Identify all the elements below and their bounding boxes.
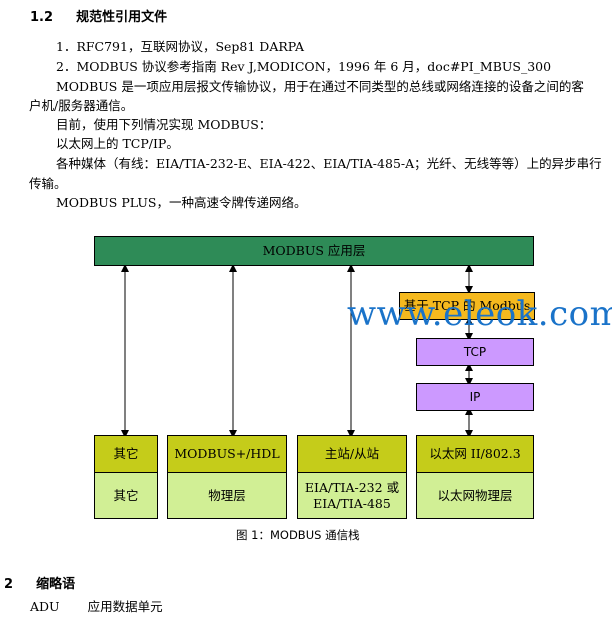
app-layer-label: MODBUS 应用层 [262,243,366,258]
reference-1: 1．RFC791，互联网协议，Sep81 DARPA [56,39,305,54]
section-number: 1.2 [30,10,54,25]
ip-label: IP [469,390,481,404]
section-title: 规范性引用文件 [76,10,168,25]
tcp-label: TCP [463,345,487,359]
tcp-box: TCP [416,338,534,366]
figure-caption: 图 1：MODBUS 通信栈 [236,528,360,542]
tcp-modbus-label: 基于 TCP 的 Modbus [403,298,531,313]
column-other-top: 其它 [94,435,158,473]
column-master-slave-bottom-line-1: EIA/TIA-232 或 [304,479,400,495]
column-modbus-plus-top-label: MODBUS+/HDL [174,446,280,461]
paragraph-1-line-2: 户机/服务器通信。 [29,98,134,113]
column-master-slave-top: 主站/从站 [297,435,407,473]
column-modbus-plus-bottom-label: 物理层 [208,487,246,503]
paragraph-3: 以太网上的 TCP/IP。 [56,136,179,151]
section-number: 2 [4,577,14,592]
section-heading-2: 2 缩略语 [4,573,75,592]
column-ethernet-bottom: 以太网物理层 [416,472,534,519]
tcp-modbus-box: 基于 TCP 的 Modbus [399,292,535,320]
watermark: www.eleok.com [347,294,612,334]
column-other-top-label: 其它 [113,446,139,461]
column-master-slave-bottom: EIA/TIA-232 或 EIA/TIA-485 [297,472,407,519]
paragraph-4-line-2: 传输。 [29,176,67,191]
paragraph-1-line-1: MODBUS 是一项应用层报文传输协议，用于在通过不同类型的总线或网络连接的设备… [56,79,584,94]
column-other-bottom: 其它 [94,472,158,519]
column-master-slave-top-label: 主站/从站 [324,446,380,461]
column-master-slave-bottom-line-2: EIA/TIA-485 [313,495,391,511]
abbreviation-definition: 应用数据单元 [87,599,163,614]
column-ethernet-top-label: 以太网 II/802.3 [429,446,521,461]
column-ethernet-bottom-label: 以太网物理层 [437,487,513,503]
column-modbus-plus-bottom: 物理层 [167,472,287,519]
section-heading-1-2: 1.2 规范性引用文件 [30,6,167,25]
paragraph-5: MODBUS PLUS，一种高速令牌传递网络。 [56,195,307,210]
column-ethernet-top: 以太网 II/802.3 [416,435,534,473]
app-layer-box: MODBUS 应用层 [94,236,534,266]
paragraph-2: 目前，使用下列情况实现 MODBUS： [56,117,272,132]
paragraph-4-line-1: 各种媒体（有线：EIA/TIA-232-E、EIA-422、EIA/TIA-48… [56,156,602,171]
abbreviation-item: ADU 应用数据单元 [30,598,163,616]
abbreviation-term: ADU [30,599,60,614]
column-other-bottom-label: 其它 [113,487,139,503]
column-modbus-plus-top: MODBUS+/HDL [167,435,287,473]
reference-2: 2．MODBUS 协议参考指南 Rev J,MODICON，1996 年 6 月… [56,59,552,74]
ip-box: IP [416,383,534,411]
section-title: 缩略语 [36,577,76,592]
